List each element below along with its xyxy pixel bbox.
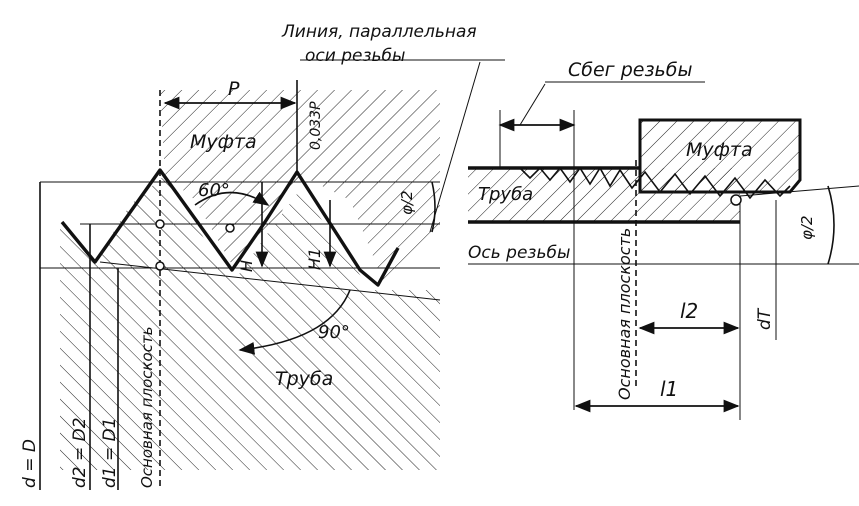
- mid-point: [225, 223, 235, 233]
- base-plane-label-left: Основная плоскость: [138, 326, 156, 488]
- phi2-label-right: φ/2: [798, 216, 816, 241]
- pipe-section: [60, 175, 440, 470]
- muff-label-left: Муфта: [190, 131, 257, 153]
- runout-label: Сбег резьбы: [568, 59, 692, 81]
- pitch-label: P: [228, 78, 240, 100]
- pipe-label-left: Труба: [275, 368, 333, 390]
- H-label: H: [237, 260, 256, 272]
- angle60-label: 60°: [198, 180, 230, 201]
- d-label: d = D: [20, 439, 40, 488]
- H1-label: H1: [305, 248, 324, 270]
- axis-label: Ось резьбы: [468, 243, 570, 263]
- pitch-point: [155, 219, 165, 229]
- root-point: [155, 261, 165, 271]
- h033-label: 0,033P: [308, 101, 324, 150]
- angle60-arc: [194, 191, 270, 206]
- phi2-label-left: φ/2: [398, 191, 416, 216]
- phi2-arc-left: [431, 181, 436, 233]
- dT-label: dT: [755, 307, 775, 330]
- l1-label: l1: [660, 377, 678, 401]
- l2-label: l2: [680, 299, 698, 323]
- thread-profile: [60, 168, 400, 287]
- label-leader: [429, 61, 481, 233]
- d2-label: d2 = D2: [70, 417, 90, 488]
- taper-line: [739, 185, 859, 197]
- runout-leader: [519, 83, 546, 126]
- pipe-body: [468, 168, 740, 222]
- line-parallel-label-1: Линия, параллельная: [281, 22, 477, 42]
- phi2-arc-right: [827, 185, 835, 265]
- right-view: Сбег резьбы Муфта Труба Ось резьбы Основ…: [468, 59, 859, 420]
- pipe-label-right: Труба: [478, 184, 533, 205]
- base-plane-label-right: Основная плоскость: [615, 228, 634, 400]
- muff-section: [160, 90, 440, 285]
- muff-label-right: Муфта: [686, 139, 753, 161]
- d1-label: d1 = D1: [100, 417, 120, 488]
- thread-teeth: [519, 166, 791, 200]
- left-view: Линия, параллельная оси резьбы P Муфта 0…: [20, 22, 505, 490]
- angle90-label: 90°: [318, 322, 350, 343]
- dT-point: [730, 194, 742, 206]
- angle90-arc: [238, 289, 351, 355]
- line-parallel-label-2: оси резьбы: [305, 46, 405, 66]
